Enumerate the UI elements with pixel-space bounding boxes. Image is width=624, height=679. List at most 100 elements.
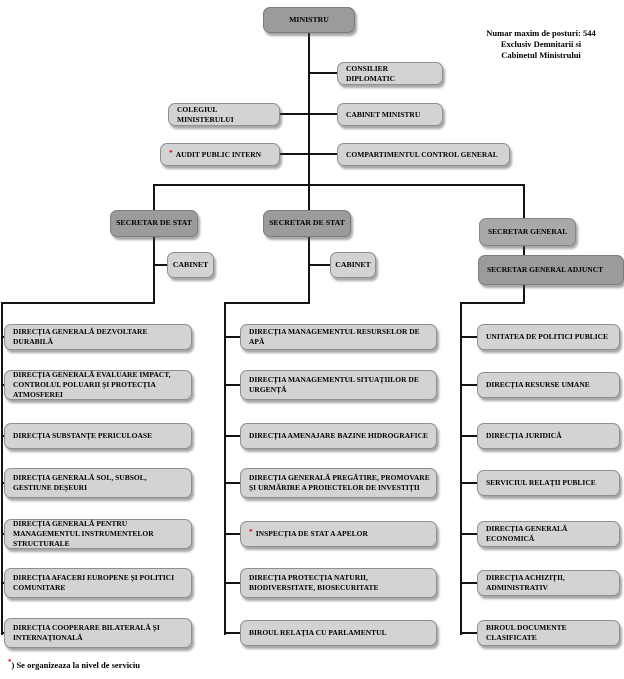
connector-line (224, 302, 310, 304)
node-directia-afaceri-europene: DIRECȚIA AFACERI EUROPENE ȘI POLITICI CO… (4, 568, 192, 598)
connector-line (460, 302, 525, 304)
node-label: INSPECȚIA DE STAT A APELOR (255, 529, 368, 539)
node-directia-juridica: DIRECȚIA JURIDICĂ (477, 423, 620, 449)
connector-line (224, 533, 240, 535)
node-label: CABINET MINISTRU (346, 109, 421, 119)
node-label: SERVICIUL RELAȚII PUBLICE (486, 478, 596, 488)
note-line-1: Numar maxim de posturi: 544 (486, 28, 596, 38)
connector-line (153, 184, 525, 186)
node-colegiul-ministerului: COLEGIUL MINISTERULUI (168, 103, 280, 126)
asterisk-marker: * (8, 658, 12, 666)
node-ministru: MINISTRU (263, 7, 355, 33)
node-directia-sol-subsol-deseuri: DIRECȚIA GENERALĂ SOL, SUBSOL, GESTIUNE … (4, 468, 192, 498)
node-audit-public-intern: * AUDIT PUBLIC INTERN (160, 143, 280, 166)
node-label: BIROUL DOCUMENTE CLASIFICATE (486, 623, 567, 642)
connector-line (1, 302, 155, 304)
note-line-2: Exclusiv Demnitarii si (500, 39, 582, 50)
node-directia-instrumente-structurale: DIRECȚIA GENERALĂ PENTRU MANAGEMENTUL IN… (4, 519, 192, 549)
node-label: DIRECȚIA COOPERARE BILATERALĂ ȘI INTERNA… (13, 623, 160, 642)
asterisk-marker: * (169, 147, 173, 157)
connector-line (224, 482, 240, 484)
node-directia-proiecte-investitii: DIRECȚIA GENERALĂ PREGĂTIRE, PROMOVARE Ș… (240, 468, 437, 498)
connector-line (224, 582, 240, 584)
node-label: CABINET (335, 259, 371, 269)
max-posts-note: Numar maxim de posturi: 544 Exclusiv Dem… (456, 28, 624, 61)
node-compartimentul-control-general: COMPARTIMENTUL CONTROL GENERAL (337, 143, 510, 166)
node-label: SECRETAR DE STAT (116, 218, 192, 228)
node-label: DIRECȚIA AMENAJARE BAZINE HIDROGRAFICE (249, 431, 428, 441)
connector-line (280, 113, 338, 115)
node-label: DIRECȚIA GENERALĂ PENTRU MANAGEMENTUL IN… (13, 519, 154, 548)
connector-line (523, 246, 525, 255)
node-cabinet-2: CABINET (330, 252, 376, 278)
node-secretar-general-adjunct: SECRETAR GENERAL ADJUNCT (478, 255, 624, 285)
node-directia-protectia-naturii: DIRECȚIA PROTECȚIA NATURII, BIODIVERSITA… (240, 568, 437, 598)
node-label: DIRECȚIA JURIDICĂ (486, 431, 562, 441)
node-label: DIRECȚIA GENERALĂ EVALUARE IMPACT, CONTR… (13, 370, 171, 399)
connector-line (460, 302, 462, 635)
connector-line (1, 302, 3, 635)
node-biroul-documente-clasificate: BIROUL DOCUMENTE CLASIFICATE (477, 620, 620, 646)
node-directia-resurse-umane: DIRECȚIA RESURSE UMANE (477, 372, 620, 398)
node-label: DIRECȚIA GENERALĂ PREGĂTIRE, PROMOVARE Ș… (249, 473, 430, 492)
footnote: *) Se organizeaza la nivel de serviciu (8, 658, 140, 670)
connector-line (280, 153, 338, 155)
node-secretar-de-stat-1: SECRETAR DE STAT (110, 210, 198, 237)
node-directia-situatii-urgenta: DIRECȚIA MANAGEMENTUL SITUAȚIILOR DE URG… (240, 370, 437, 400)
node-label: DIRECȚIA SUBSTANȚE PERICULOASE (13, 431, 153, 441)
connector-line (224, 384, 240, 386)
node-directia-substante-periculoase: DIRECȚIA SUBSTANȚE PERICULOASE (4, 423, 192, 449)
node-directia-cooperare-bilaterala: DIRECȚIA COOPERARE BILATERALĂ ȘI INTERNA… (4, 618, 192, 648)
node-label: DIRECȚIA GENERALĂ SOL, SUBSOL, GESTIUNE … (13, 473, 147, 492)
node-label: DIRECȚIA MANAGEMENTUL SITUAȚIILOR DE URG… (249, 375, 419, 394)
node-label: DIRECȚIA PROTECȚIA NATURII, BIODIVERSITA… (249, 573, 379, 592)
node-directia-dezvoltare-durabila: DIRECȚIA GENERALĂ DEZVOLTARE DURABILĂ (4, 324, 192, 350)
node-unitatea-politici-publice: UNITATEA DE POLITICI PUBLICE (477, 324, 620, 350)
node-cabinet-ministru: CABINET MINISTRU (337, 103, 443, 126)
node-directia-bazine-hidrografice: DIRECȚIA AMENAJARE BAZINE HIDROGRAFICE (240, 423, 437, 449)
asterisk-marker: * (249, 527, 253, 537)
node-label: COLEGIUL MINISTERULUI (177, 104, 234, 124)
node-label: DIRECȚIA MANAGEMENTUL RESURSELOR DE APĂ (249, 327, 420, 346)
node-label: COMPARTIMENTUL CONTROL GENERAL (346, 149, 498, 159)
node-label: MINISTRU (289, 14, 329, 24)
node-secretar-de-stat-2: SECRETAR DE STAT (263, 210, 351, 237)
connector-line (460, 435, 477, 437)
node-label: BIROUL RELAȚIA CU PARLAMENTUL (249, 628, 387, 638)
node-label: DIRECȚIA GENERALĂ DEZVOLTARE DURABILĂ (13, 327, 148, 346)
node-inspectia-de-stat-a-apelor: * INSPECȚIA DE STAT A APELOR (240, 521, 437, 547)
connector-line (308, 237, 310, 304)
node-label: DIRECȚIA GENERALĂ ECONOMICĂ (486, 524, 568, 543)
connector-line (460, 632, 477, 634)
node-label: DIRECȚIA RESURSE UMANE (486, 380, 590, 390)
node-directia-achizitii-administrativ: DIRECȚIA ACHIZIȚII, ADMINISTRATIV (477, 570, 620, 596)
node-label: SECRETAR GENERAL (488, 227, 568, 237)
node-label: AUDIT PUBLIC INTERN (175, 149, 262, 159)
node-label: DIRECȚIA AFACERI EUROPENE ȘI POLITICI CO… (13, 573, 175, 592)
node-cabinet-1: CABINET (167, 252, 214, 278)
node-consilier-diplomatic: CONSILIER DIPLOMATIC (337, 62, 443, 85)
connector-line (308, 33, 310, 186)
node-label: SECRETAR DE STAT (269, 218, 345, 228)
footnote-text: ) Se organizeaza la nivel de serviciu (11, 659, 140, 670)
node-label: CONSILIER DIPLOMATIC (346, 63, 396, 83)
node-label: UNITATEA DE POLITICI PUBLICE (486, 332, 609, 342)
connector-line (523, 285, 525, 304)
connector-line (309, 264, 330, 266)
node-label: DIRECȚIA ACHIZIȚII, ADMINISTRATIV (486, 573, 565, 592)
connector-line (308, 186, 310, 210)
connector-line (224, 336, 240, 338)
connector-line (153, 237, 155, 304)
node-label: CABINET (172, 259, 209, 269)
node-biroul-relatia-parlamentul: BIROUL RELAȚIA CU PARLAMENTUL (240, 620, 437, 646)
note-line-3: Cabinetul Ministrului (501, 50, 581, 61)
connector-line (154, 264, 167, 266)
connector-line (460, 582, 477, 584)
connector-line (224, 632, 240, 634)
node-serviciul-relatii-publice: SERVICIUL RELAȚII PUBLICE (477, 470, 620, 496)
connector-line (460, 336, 477, 338)
connector-line (523, 184, 525, 218)
connector-line (224, 435, 240, 437)
connector-line (460, 482, 477, 484)
node-directia-generala-economica: DIRECȚIA GENERALĂ ECONOMICĂ (477, 521, 620, 547)
